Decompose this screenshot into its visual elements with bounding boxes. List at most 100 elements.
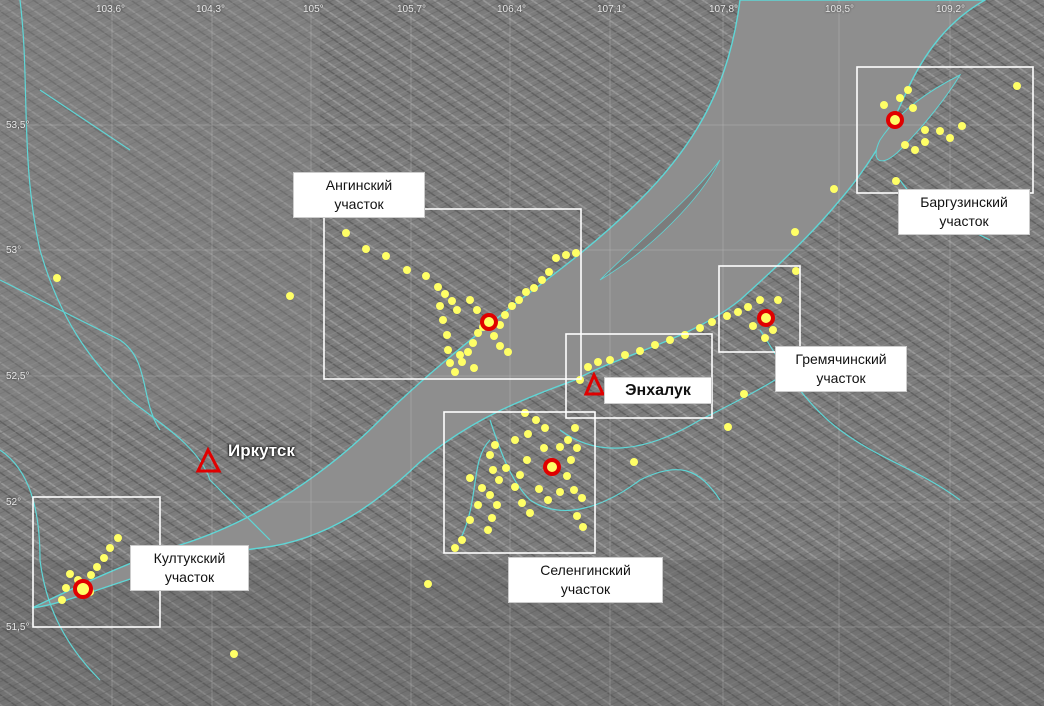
- epicenter-point: [564, 436, 572, 444]
- epicenter-point: [696, 324, 704, 332]
- epicenter-point: [521, 409, 529, 417]
- enkhaluk-label: Энхалук: [604, 377, 712, 404]
- epicenter-point: [474, 501, 482, 509]
- epicenter-point: [936, 127, 944, 135]
- epicenter-point: [584, 363, 592, 371]
- epicenter-point: [516, 471, 524, 479]
- epicenter-point: [544, 496, 552, 504]
- epicenter-point: [508, 302, 516, 310]
- epicenter-point: [489, 466, 497, 474]
- lon-tick: 103,6°: [96, 4, 126, 15]
- epicenter-point: [946, 134, 954, 142]
- epicenter-point: [792, 267, 800, 275]
- epicenter-point: [921, 138, 929, 146]
- epicenter-point: [532, 416, 540, 424]
- epicenter-point: [958, 122, 966, 130]
- epicenter-point: [563, 472, 571, 480]
- stations: [73, 111, 904, 599]
- epicenter-point: [911, 146, 919, 154]
- barguzin-site-label: Баргузинский участок: [898, 189, 1030, 235]
- epicenter-point: [495, 476, 503, 484]
- site-boxes: [32, 66, 1034, 628]
- epicenter-point: [552, 254, 560, 262]
- epicenter-point: [830, 185, 838, 193]
- epicenter-point: [53, 274, 61, 282]
- epicenter-point: [469, 339, 477, 347]
- epicenter-point: [892, 177, 900, 185]
- lon-tick: 105°: [303, 4, 324, 15]
- epicenter-point: [448, 297, 456, 305]
- epicenter-point: [114, 534, 122, 542]
- selenga-box: [443, 411, 596, 554]
- epicenter-point: [478, 484, 486, 492]
- epicenter-point: [403, 266, 411, 274]
- epicenter-point: [530, 284, 538, 292]
- epicenter-point: [579, 523, 587, 531]
- epicenter-point: [466, 474, 474, 482]
- epicenter-point: [286, 292, 294, 300]
- epicenter-point: [474, 329, 482, 337]
- epicenter-point: [909, 104, 917, 112]
- lon-tick: 107,8°: [709, 4, 739, 15]
- epicenter-point: [573, 512, 581, 520]
- epicenter-point: [535, 485, 543, 493]
- epicenter-point: [571, 424, 579, 432]
- epicenter-point: [66, 570, 74, 578]
- irkutsk-triangle: [195, 446, 222, 473]
- epicenter-point: [774, 296, 782, 304]
- city-markers: [195, 371, 606, 473]
- epicenter-point: [526, 509, 534, 517]
- angin-site-label: Ангинский участок: [293, 172, 425, 218]
- epicenter-point: [87, 571, 95, 579]
- epicenter-point: [545, 268, 553, 276]
- gremyach-box: [718, 265, 801, 353]
- enkhaluk-box: [565, 333, 713, 419]
- epicenter-point: [466, 516, 474, 524]
- lon-tick: 105,7°: [397, 4, 427, 15]
- epicenter-point: [106, 544, 114, 552]
- epicenter-point: [556, 488, 564, 496]
- epicenter-point: [439, 316, 447, 324]
- epicenter-point: [562, 251, 570, 259]
- epicenter-point: [486, 451, 494, 459]
- lon-tick: 108,5°: [825, 4, 855, 15]
- epicenter-point: [740, 390, 748, 398]
- epicenter-point: [446, 359, 454, 367]
- kultuk-site-label: Култукский участок: [130, 545, 249, 591]
- epicenter-point: [636, 347, 644, 355]
- epicenter-point: [572, 249, 580, 257]
- epicenter-point: [556, 443, 564, 451]
- epicenter-point: [540, 444, 548, 452]
- epicenter-point: [451, 368, 459, 376]
- epicenter-point: [904, 86, 912, 94]
- lon-tick: 109,2°: [936, 4, 966, 15]
- epicenter-point: [570, 486, 578, 494]
- epicenter-point: [496, 321, 504, 329]
- epicenter-point: [744, 303, 752, 311]
- epicenter-point: [501, 311, 509, 319]
- epicenter-point: [93, 563, 101, 571]
- epicenter-point: [896, 94, 904, 102]
- epicenter-point: [761, 334, 769, 342]
- epicenter-point: [630, 458, 638, 466]
- epicenter-point: [749, 322, 757, 330]
- gremyach-site-label: Гремячинский участок: [775, 346, 907, 392]
- epicenter-point: [453, 306, 461, 314]
- epicenter-point: [880, 101, 888, 109]
- epicenter-point: [666, 336, 674, 344]
- epicenter-point: [456, 351, 464, 359]
- epicenter-point: [464, 348, 472, 356]
- station-selenga: [543, 458, 561, 476]
- epicenter-point: [488, 514, 496, 522]
- epicenter-point: [444, 346, 452, 354]
- epicenter-point: [723, 312, 731, 320]
- epicenter-point: [724, 423, 732, 431]
- epicenter-point: [382, 252, 390, 260]
- epicenter-point: [441, 290, 449, 298]
- epicenter-point: [491, 441, 499, 449]
- epicenter-point: [422, 272, 430, 280]
- epicenter-point: [538, 276, 546, 284]
- epicenter-point: [424, 580, 432, 588]
- epicenter-point: [436, 302, 444, 310]
- epicenter-point: [921, 126, 929, 134]
